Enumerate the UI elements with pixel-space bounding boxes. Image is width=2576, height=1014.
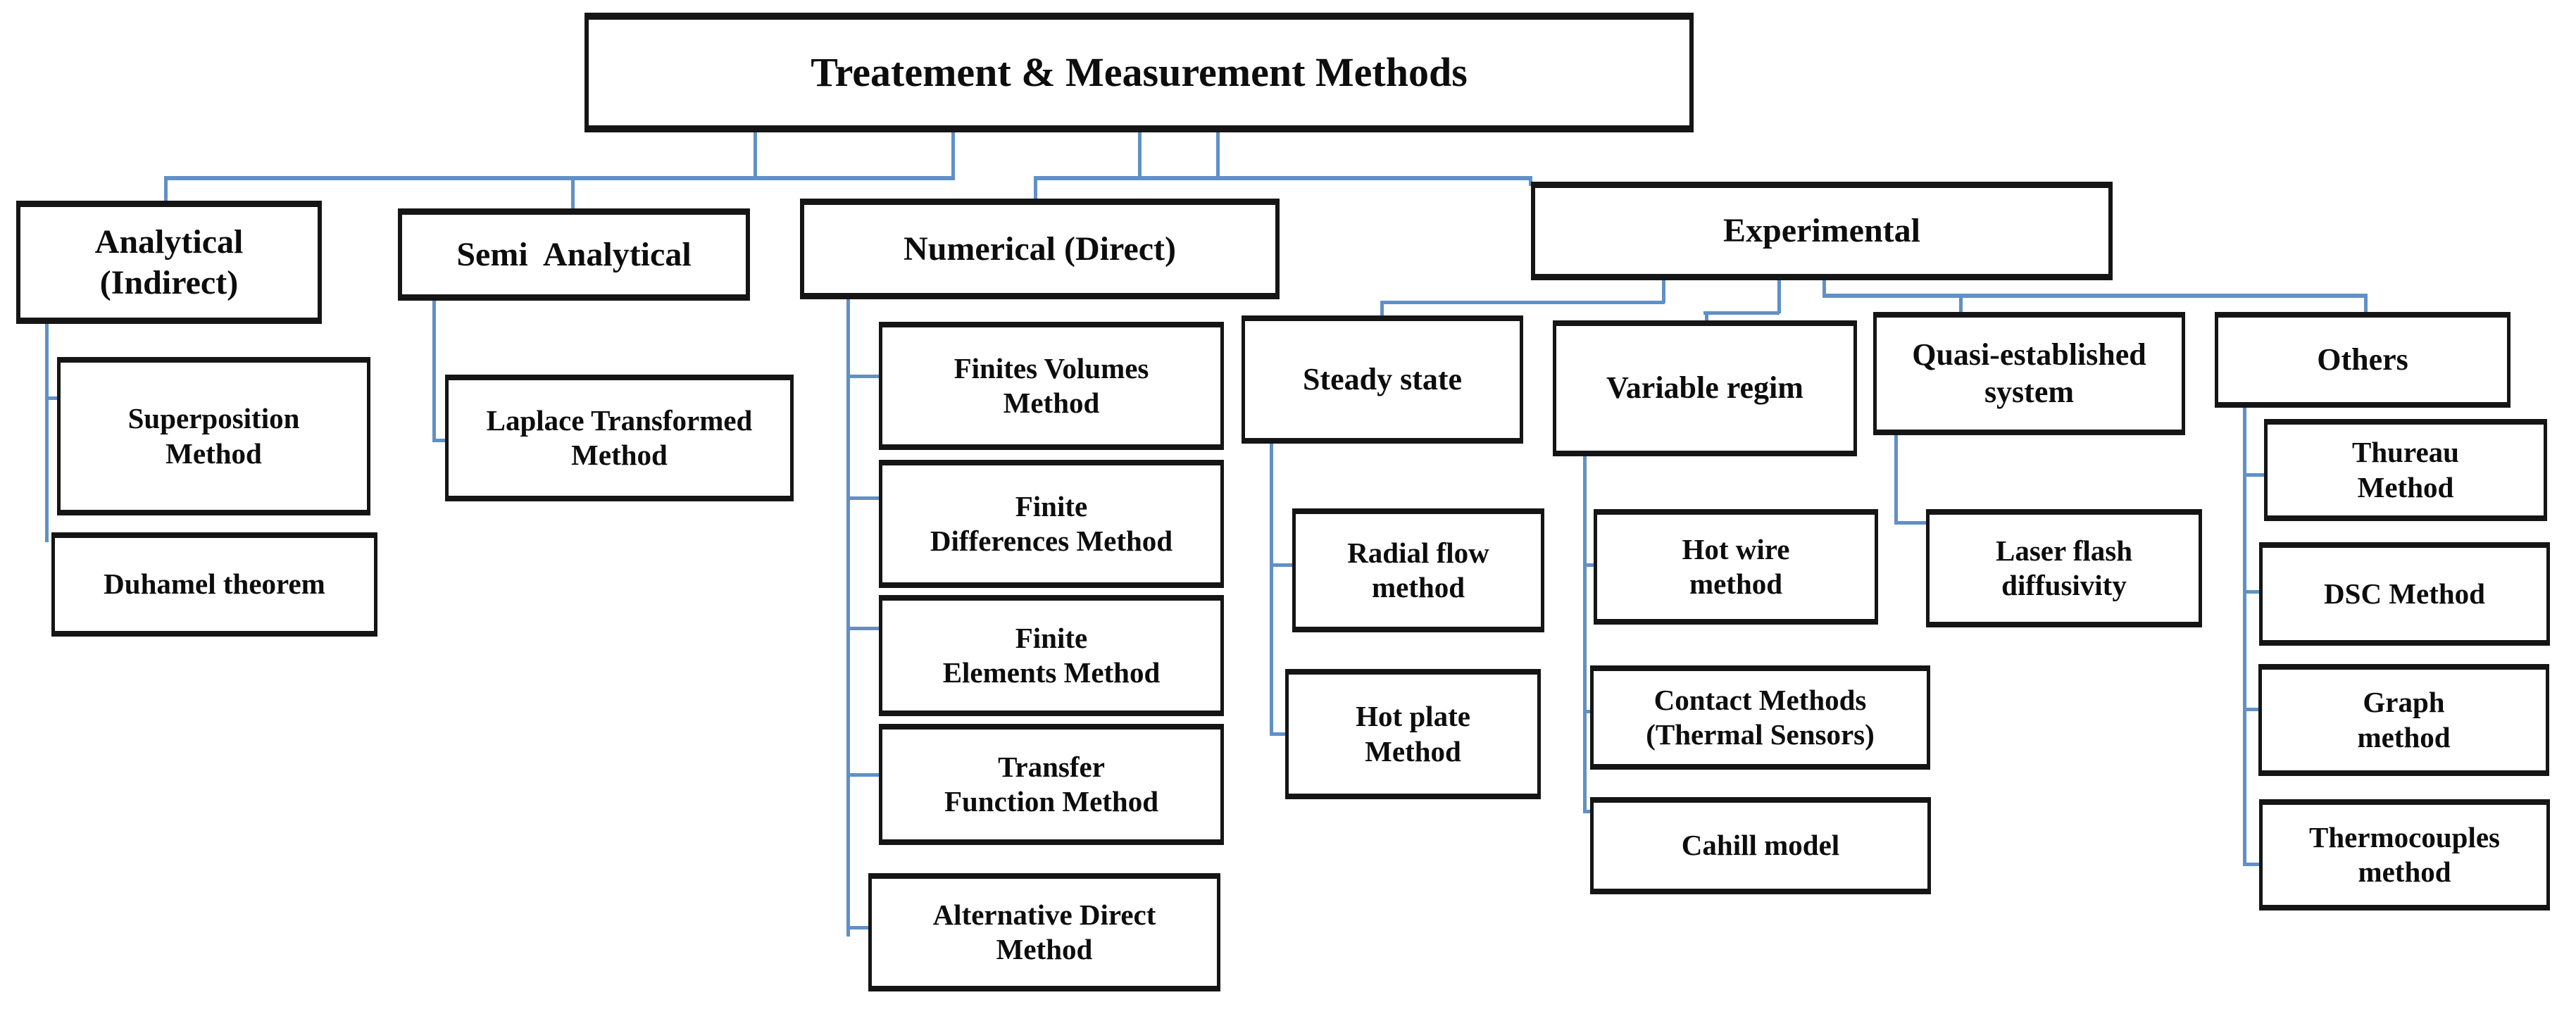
node-dsc-method: DSC Method [2259, 542, 2550, 646]
node-hot-plate-method: Hot plate Method [1285, 669, 1541, 799]
connector-elbow-superposition [45, 396, 59, 400]
node-duhamel-theorem: Duhamel theorem [51, 532, 377, 637]
connector-elbow-graph [2243, 708, 2261, 711]
node-transfer-function-method: Transfer Function Method [879, 724, 1224, 845]
connector-rail-left [164, 176, 955, 180]
connector-root-stub-4 [1216, 132, 1220, 178]
connector-elbow-finite-differences [846, 496, 880, 500]
node-analytical-indirect: Analytical (Indirect) [16, 201, 322, 324]
node-finites-volumes-method: Finites Volumes Method [879, 322, 1224, 450]
node-superposition-method: Superposition Method [57, 357, 370, 515]
node-root: Treatement & Measurement Methods [584, 13, 1694, 132]
node-contact-methods: Contact Methods (Thermal Sensors) [1590, 665, 1930, 770]
node-thermocouples-method: Thermocouples method [2259, 799, 2550, 910]
connector-drop-steady-state [1380, 301, 1384, 317]
connector-elbow-laplace [432, 439, 448, 442]
connector-elbow-contact-methods [1583, 710, 1594, 713]
connector-elbow-thermocouples [2243, 863, 2261, 866]
connector-exp-rail-variable [1703, 311, 1780, 315]
node-laser-flash-diffusivity: Laser flash diffusivity [1926, 509, 2202, 627]
connector-drop-variable-regim [1705, 311, 1708, 322]
connector-trunk-semi [432, 301, 436, 442]
connector-elbow-dsc [2243, 590, 2261, 594]
connector-elbow-transfer-function [846, 773, 880, 777]
node-graph-method: Graph method [2258, 664, 2549, 776]
connector-trunk-quasi [1894, 435, 1898, 525]
connector-elbow-finites-volumes [846, 375, 880, 378]
connector-exp-stub-2 [1777, 280, 1781, 313]
node-cahill-model: Cahill model [1590, 797, 1931, 894]
connector-trunk-variable [1583, 456, 1587, 813]
connector-elbow-hot-plate [1270, 732, 1285, 736]
connector-drop-analytical [164, 176, 168, 204]
connector-exp-rail-steady [1380, 301, 1665, 304]
connector-elbow-cahill [1583, 810, 1594, 813]
connector-elbow-thureau [2243, 473, 2264, 477]
connector-rail-right [1034, 176, 1532, 180]
connector-trunk-analytical [45, 324, 49, 542]
node-hot-wire-method: Hot wire method [1594, 509, 1878, 625]
connector-elbow-laser-flash [1894, 521, 1928, 525]
node-radial-flow-method: Radial flow method [1292, 508, 1544, 632]
node-numerical-direct: Numerical (Direct) [800, 199, 1280, 299]
connector-drop-quasi-established [1959, 294, 1963, 313]
connector-exp-stub-1 [1662, 280, 1665, 303]
node-alternative-direct-method: Alternative Direct Method [868, 873, 1220, 991]
connector-elbow-hot-wire [1583, 563, 1594, 567]
connector-root-stub-1 [754, 132, 757, 178]
node-laplace-transformed-method: Laplace Transformed Method [445, 375, 794, 501]
connector-drop-experimental [1529, 176, 1532, 186]
connector-exp-stub-3 [1822, 280, 1826, 296]
connector-elbow-alternative-direct [846, 926, 870, 930]
connector-drop-others [2364, 294, 2368, 313]
connector-drop-numerical [1034, 176, 1037, 201]
node-quasi-established-system: Quasi-established system [1873, 312, 2185, 435]
node-finite-elements-method: Finite Elements Method [879, 595, 1224, 716]
connector-trunk-numerical [846, 299, 850, 937]
node-finite-differences-method: Finite Differences Method [879, 460, 1224, 588]
connector-trunk-steady [1270, 444, 1273, 736]
connector-root-stub-2 [951, 132, 955, 178]
node-others: Others [2215, 312, 2511, 408]
connector-root-stub-3 [1138, 132, 1142, 178]
node-thureau-method: Thureau Method [2264, 419, 2547, 521]
node-steady-state: Steady state [1242, 315, 1523, 444]
connector-elbow-radial-flow [1270, 563, 1292, 567]
connector-exp-rail-right [1822, 294, 2368, 298]
connector-trunk-others [2243, 408, 2246, 866]
node-experimental: Experimental [1531, 182, 2113, 280]
node-variable-regim: Variable regim [1553, 320, 1857, 456]
connector-drop-semi-analytical [571, 176, 575, 211]
connector-elbow-finite-elements [846, 627, 880, 630]
node-semi-analytical: Semi Analytical [398, 208, 750, 301]
